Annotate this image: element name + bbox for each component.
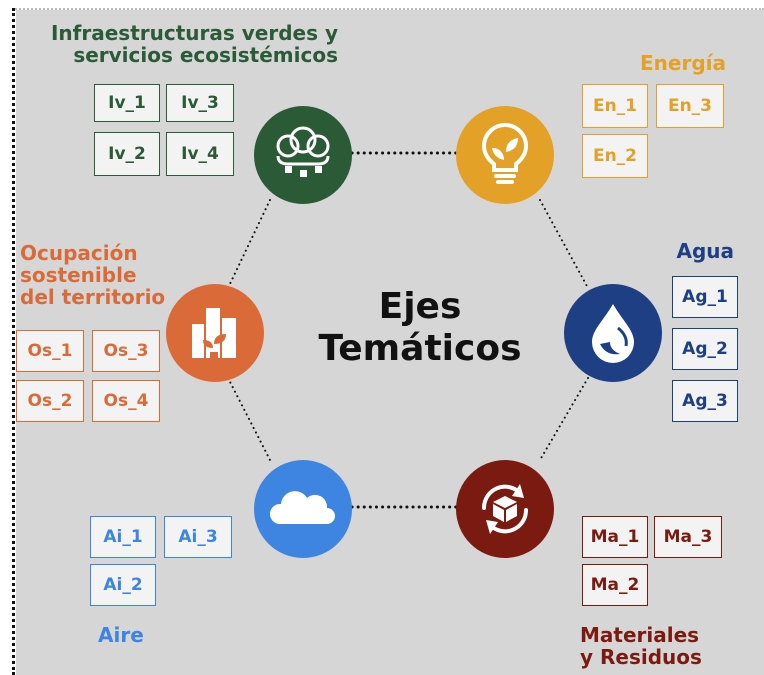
title-line-2: Temáticos [318,328,522,369]
connector-infra-ocupacion [227,199,271,289]
code-box-iv3[interactable]: Iv_3 [166,84,234,122]
code-box-en2[interactable]: En_2 [582,134,648,178]
label-aire: Aire [98,623,144,647]
agua-circle[interactable] [564,284,662,382]
code-box-os3[interactable]: Os_3 [92,330,160,372]
energia-circle[interactable] [456,106,554,204]
trees-icon [276,126,330,177]
code-box-os1[interactable]: Os_1 [16,330,84,372]
code-box-iv4[interactable]: Iv_4 [166,132,234,176]
code-box-ag2[interactable]: Ag_2 [672,328,738,370]
code-box-ma1[interactable]: Ma_1 [582,516,648,558]
label-materiales: Materiales y Residuos [580,623,702,669]
connector-energia-agua [539,199,589,289]
ocupacion-circle[interactable] [166,284,264,382]
code-box-os2[interactable]: Os_2 [16,380,84,422]
city-plant-icon [192,308,236,358]
label-energia: Energía [640,51,726,75]
code-box-ag3[interactable]: Ag_3 [672,380,738,422]
frame-dotted-top [12,8,764,10]
frame-top [0,0,764,10]
code-box-en3[interactable]: En_3 [656,84,724,128]
lightbulb-leaf-icon [481,123,529,184]
recycle-box-icon [481,484,529,534]
central-title: Ejes Temáticos [300,286,540,370]
label-ocupacion: Ocupación sostenible del territorio [20,241,166,309]
connector-ocupacion-aire [227,377,271,461]
aire-circle[interactable] [254,460,352,558]
title-line-1: Ejes [378,286,462,327]
code-box-ag1[interactable]: Ag_1 [672,276,738,318]
cloud-icon [269,491,335,524]
code-box-ma2[interactable]: Ma_2 [582,564,648,606]
code-box-ai1[interactable]: Ai_1 [90,516,156,558]
code-box-iv2[interactable]: Iv_2 [94,132,160,176]
frame-dotted-left [12,8,15,675]
water-drop-icon [592,304,634,363]
code-box-en1[interactable]: En_1 [582,84,648,128]
code-box-iv1[interactable]: Iv_1 [94,84,160,122]
infra-circle[interactable] [254,106,352,204]
connector-agua-materiales [539,377,589,461]
label-infraestructuras: Infraestructuras verdes y servicios ecos… [50,21,338,67]
label-agua: Agua [676,239,734,263]
code-box-ma3[interactable]: Ma_3 [654,516,722,558]
code-box-os4[interactable]: Os_4 [92,380,160,422]
materiales-circle[interactable] [456,460,554,558]
code-box-ai3[interactable]: Ai_3 [164,516,232,558]
code-box-ai2[interactable]: Ai_2 [90,564,156,606]
